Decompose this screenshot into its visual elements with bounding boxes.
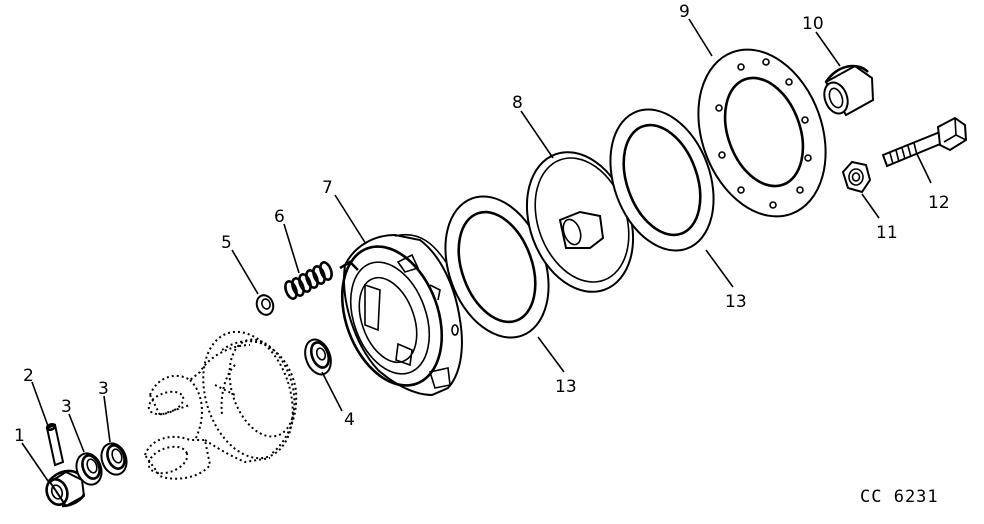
- part-8-clutch-plate: [525, 151, 635, 293]
- callout-4: 4: [344, 410, 355, 430]
- callout-1: 1: [14, 426, 25, 446]
- part-6-spring: [284, 261, 333, 300]
- part-10-bushing: [823, 64, 875, 117]
- part-5-washer: [255, 294, 275, 316]
- part-3-washer-a: [75, 452, 103, 486]
- part-11-nut: [841, 160, 872, 194]
- callout-5: 5: [221, 233, 232, 253]
- callout-13-left: 13: [555, 377, 577, 397]
- yoke-outline: [143, 330, 298, 480]
- part-7-housing: [339, 233, 463, 397]
- callout-9: 9: [679, 2, 690, 22]
- callout-6: 6: [274, 207, 285, 227]
- figure-code: CC 6231: [860, 487, 939, 507]
- part-13-friction-disc-right: [609, 108, 715, 252]
- part-4-washer: [304, 338, 332, 376]
- part-3-washer-b: [100, 442, 128, 476]
- callout-3b: 3: [98, 379, 109, 399]
- callout-3a: 3: [61, 397, 72, 417]
- callout-2: 2: [23, 366, 34, 386]
- part-12-bolt: [881, 116, 968, 168]
- part-2-pin: [45, 422, 65, 467]
- callout-8: 8: [512, 93, 523, 113]
- callout-11: 11: [876, 223, 898, 243]
- callout-10: 10: [802, 14, 824, 34]
- leader-lines: [21, 18, 932, 482]
- callout-labels: 1 2 3 3 4 5 6 7 8 9 10 11 12 13 13: [14, 2, 950, 446]
- part-1-sleeve: [45, 469, 86, 508]
- callout-7: 7: [322, 178, 333, 198]
- callout-13-right: 13: [725, 292, 747, 312]
- callout-12: 12: [928, 193, 950, 213]
- part-13-friction-disc-left: [444, 195, 550, 339]
- part-9-flange-plate: [697, 48, 827, 218]
